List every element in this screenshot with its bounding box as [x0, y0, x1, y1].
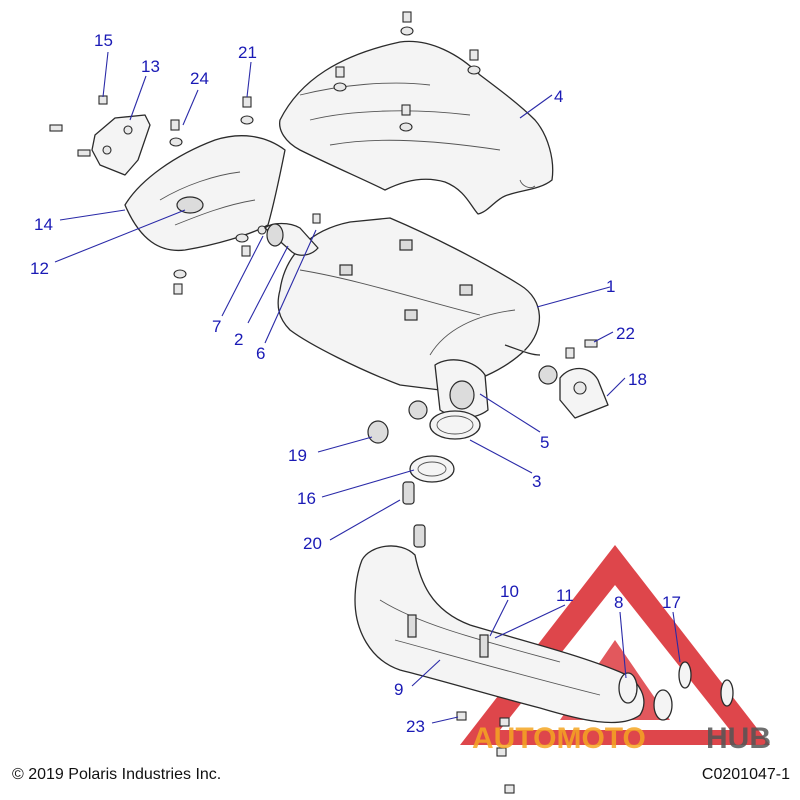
- heat-shield-fasteners: [333, 11, 481, 132]
- callout-label: 2: [234, 330, 243, 349]
- callout-label: 20: [303, 534, 322, 553]
- callout-label: 7: [212, 317, 221, 336]
- inlet-pipe: [264, 222, 319, 256]
- callout-label: 13: [141, 57, 160, 76]
- outlet-coupler: [434, 359, 489, 419]
- callout-label: 4: [554, 87, 563, 106]
- callout-label: 22: [616, 324, 635, 343]
- callout-label: 1: [606, 277, 615, 296]
- bracket-upper: [91, 114, 151, 176]
- leader-lines: [54, 51, 681, 724]
- callout-label: 14: [34, 215, 53, 234]
- callout-label: 11: [556, 586, 574, 605]
- callout-label: 5: [540, 433, 549, 452]
- callout-label: 23: [406, 717, 425, 736]
- gasket-ring: [409, 455, 455, 483]
- clamp-ring: [429, 410, 481, 440]
- heat-shield-front: [124, 135, 286, 252]
- callout-label: 6: [256, 344, 265, 363]
- mount-fasteners: [565, 339, 598, 359]
- callout-label: 24: [190, 69, 209, 88]
- callout-label: 18: [628, 370, 647, 389]
- copyright-notice: © 2019 Polaris Industries Inc.: [12, 766, 222, 783]
- springs: [402, 481, 426, 548]
- front-shield-fasteners: [49, 95, 321, 295]
- callout-label: 10: [500, 582, 519, 601]
- callout-labels: 1 2 3 4 5 6 7 8 9 10 11 12 13 14 15 16 1…: [30, 31, 681, 736]
- callout-label: 21: [238, 43, 257, 62]
- callout-label: 16: [297, 489, 316, 508]
- muffler: [277, 217, 541, 391]
- nuts: [456, 711, 515, 794]
- watermark-text-auto: AUTOMOTO: [472, 722, 646, 755]
- header-pipe: [354, 545, 645, 724]
- heat-shield-upper: [279, 40, 554, 215]
- mount-bracket: [559, 367, 609, 419]
- callout-label: 8: [614, 593, 623, 612]
- callout-label: 12: [30, 259, 49, 278]
- watermark-text: AUTOMOTO HUB: [472, 722, 771, 755]
- callout-label: 15: [94, 31, 113, 50]
- callout-label: 17: [662, 593, 681, 612]
- callout-label: 19: [288, 446, 307, 465]
- callout-label: 9: [394, 680, 403, 699]
- callout-label: 3: [532, 472, 541, 491]
- pipe-flanges: [618, 661, 734, 721]
- watermark-text-hub: HUB: [706, 722, 771, 755]
- drawing-number: C0201047-1: [701, 766, 790, 783]
- isolators: [367, 365, 558, 444]
